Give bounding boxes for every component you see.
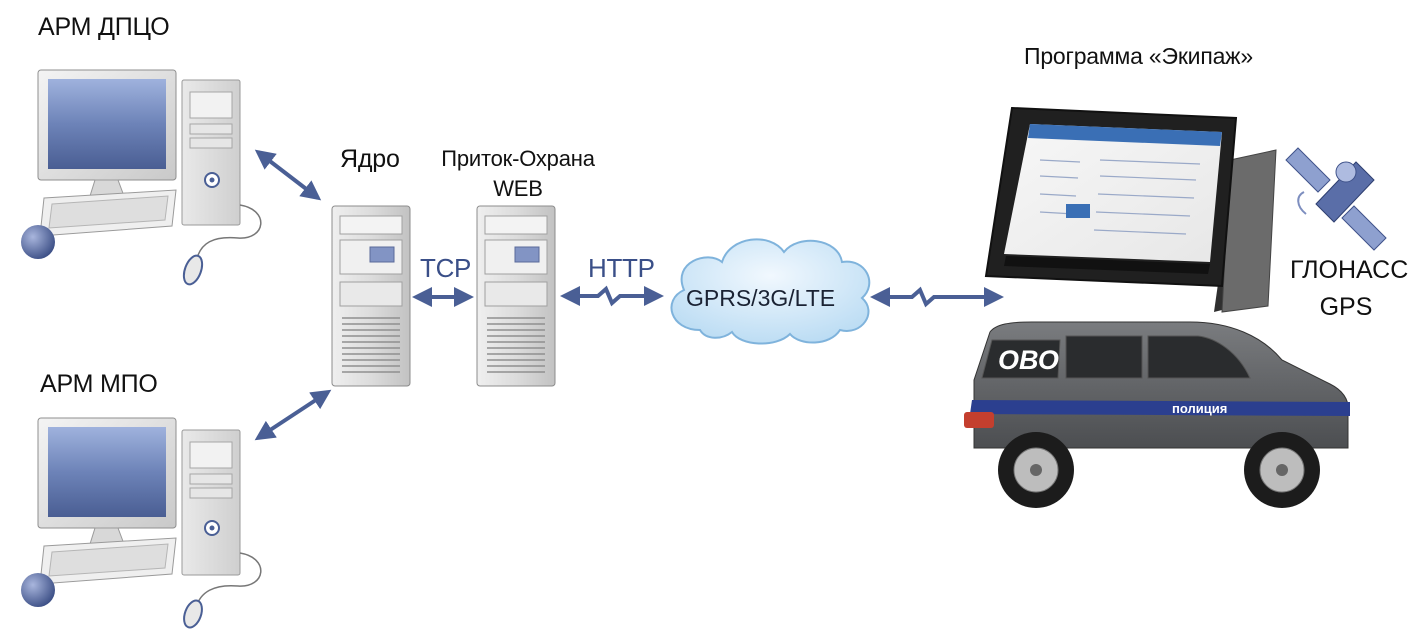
web-server <box>476 205 556 387</box>
cloud-network <box>670 238 871 345</box>
workstation-dpco <box>21 69 262 286</box>
satellite-icon <box>1285 147 1387 251</box>
label-car-ovo: ОВО <box>998 345 1059 375</box>
core-server <box>331 205 411 387</box>
label-core: Ядро <box>340 145 400 173</box>
label-car-police: полиция <box>1172 401 1228 416</box>
label-arm-mpo: АРМ МПО <box>40 370 158 398</box>
link-arrows <box>254 149 1004 441</box>
label-cloud: GPRS/3G/LTE <box>686 285 836 311</box>
label-web-server-line2: WEB <box>493 176 543 201</box>
label-arm-dpco: АРМ ДПЦО <box>38 13 170 41</box>
workstation-mpo <box>21 417 262 629</box>
label-glonass-line1: ГЛОНАСС <box>1290 256 1409 284</box>
police-car <box>964 321 1350 508</box>
arrow-mpo-core <box>254 389 332 441</box>
arrow-dpco-core <box>254 149 322 201</box>
label-glonass-line2: GPS <box>1319 293 1373 321</box>
arrow-wireless <box>870 286 1004 308</box>
label-tablet-app: Программа «Экипаж» <box>1024 43 1253 69</box>
label-web-server: Приток-Охрана WEB <box>428 146 608 202</box>
tablet-device <box>984 106 1277 313</box>
label-http: HTTP <box>588 253 655 283</box>
arrow-http <box>560 285 664 307</box>
label-tcp: TCP <box>420 253 472 283</box>
label-web-server-line1: Приток-Охрана <box>441 146 595 171</box>
label-glonass: ГЛОНАСС GPS <box>1290 256 1409 322</box>
